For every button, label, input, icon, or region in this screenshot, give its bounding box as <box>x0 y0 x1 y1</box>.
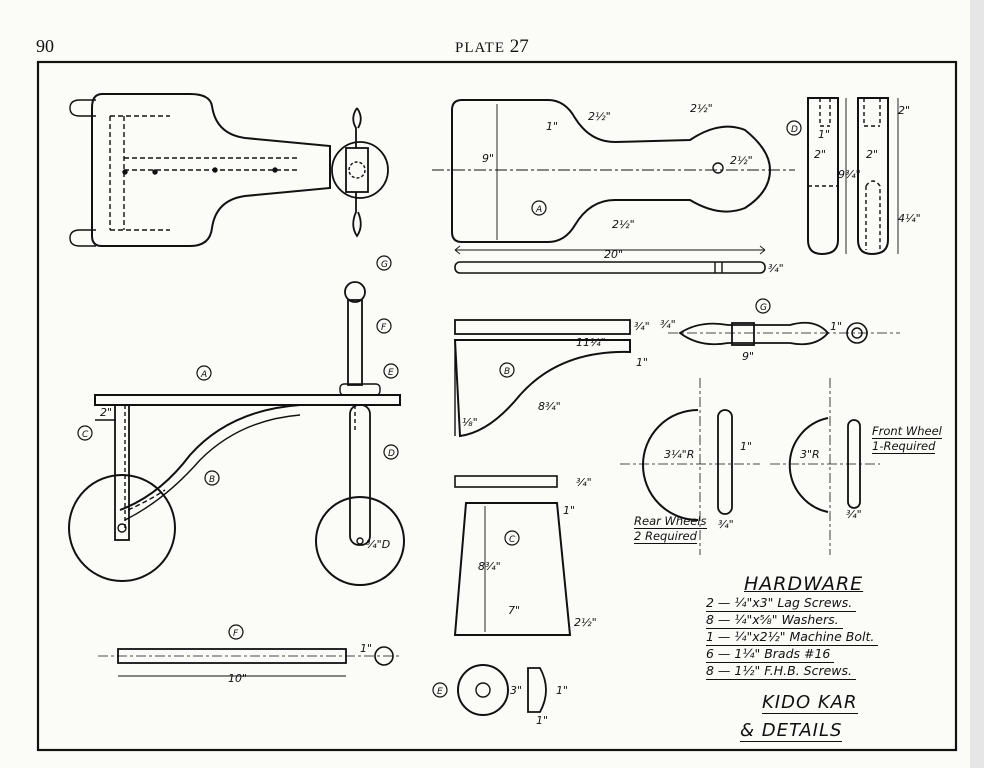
callout-b2: B <box>209 475 215 485</box>
dim-a-corner: 1" <box>546 120 558 133</box>
dim-e-dia: 3" <box>510 684 522 697</box>
plate-number: 27 <box>509 36 529 57</box>
callout-a: A <box>535 205 542 215</box>
dim-rear-t: ¾" <box>718 518 734 531</box>
callout-b: B <box>504 367 510 377</box>
front-wheel-line1: Front Wheel <box>872 424 942 439</box>
dim-c-height: 8¾" <box>478 560 501 573</box>
part-c-view <box>453 475 572 636</box>
callout-d2: D <box>388 449 395 459</box>
dim-b-end: 1" <box>636 356 648 369</box>
callout-f2: F <box>233 629 239 639</box>
callout-g2: G <box>381 260 388 270</box>
dim-wheel-top: 1" <box>740 440 752 453</box>
dim-a-neck: 2½" <box>612 218 635 231</box>
callout-letters: A D G B A G F E D C B C F E <box>82 125 798 697</box>
front-wheel-line2: 1-Required <box>872 439 936 454</box>
dim-b-length: 11¼" <box>576 336 606 349</box>
dim-g-dia: 1" <box>830 320 842 333</box>
dim-a-thick: ¾" <box>768 262 784 275</box>
dim-b-radius: 8¾" <box>538 400 561 413</box>
dim-c-top: 1" <box>563 504 575 517</box>
part-g-view <box>668 321 900 346</box>
part-a-view <box>432 99 795 274</box>
dim-d-small: 1" <box>818 128 830 141</box>
hardware-item: 1 — ¼"x2½" Machine Bolt. <box>706 629 879 646</box>
dim-a-round: 2½" <box>588 110 611 123</box>
callout-c: C <box>82 430 89 440</box>
hardware-title: HARDWARE <box>744 573 864 595</box>
plate-border <box>36 60 958 752</box>
dim-f-len: 10" <box>228 672 247 685</box>
dim-c-base: 2½" <box>574 616 597 629</box>
dim-b-thick: ¾" <box>634 320 650 333</box>
part-e-view <box>457 664 547 716</box>
callout-e: E <box>388 368 394 378</box>
dim-c-width: 7" <box>508 604 520 617</box>
dim-a-length: 20" <box>604 248 623 261</box>
callout-g: G <box>760 303 767 313</box>
page-number: 90 <box>36 36 54 56</box>
top-view <box>69 93 389 247</box>
plate-word: PLATE <box>455 40 505 56</box>
callout-c2: C <box>509 535 516 545</box>
dim-d-slot: 4¼" <box>898 212 921 225</box>
dim-d-top: 2" <box>898 104 910 117</box>
hardware-item: 2 — ¼"x3" Lag Screws. <box>706 595 857 612</box>
callout-a2: A <box>200 370 207 380</box>
hardware-item: 8 — 1½" F.H.B. Screws. <box>706 663 856 680</box>
dim-g-len: 9" <box>742 350 754 363</box>
dim-e-thick: 1" <box>556 684 568 697</box>
dim-c-thick: ¾" <box>576 476 592 489</box>
dim-d-w2: 2" <box>866 148 878 161</box>
dim-a-hole: 2½" <box>730 154 753 167</box>
page-edge-shadow <box>970 0 984 768</box>
rear-wheels-line1: Rear Wheels <box>634 514 707 529</box>
drawing-title-line1: KIDO KAR <box>762 692 858 714</box>
hardware-item: 8 — ¼"x⅝" Washers. <box>706 612 843 629</box>
dim-b-low: ⅛" <box>462 416 478 429</box>
dimension-labels: 9" 20" 2½" 2½" 2½" 2½" ¾" 1" 11¼" 8¾" ¾"… <box>100 102 921 727</box>
callout-d: D <box>791 125 798 135</box>
dim-d-len: 9¾" <box>838 168 861 181</box>
plate-heading: PLATE 27 <box>455 36 529 58</box>
dim-a-round2: 2½" <box>690 102 713 115</box>
dim-rear-r: 3¼"R <box>664 448 694 461</box>
part-d-view <box>807 97 899 256</box>
dim-d-hole: ¾"D <box>366 538 390 551</box>
part-f-view <box>98 646 400 677</box>
part-b-view <box>453 319 631 438</box>
wheels-view <box>620 378 880 555</box>
side-view <box>68 281 405 586</box>
callout-f: F <box>381 323 387 333</box>
callout-e2: E <box>437 687 443 697</box>
rear-wheels-note: Rear Wheels 2 Required <box>634 514 707 544</box>
dim-f-dia: 1" <box>360 642 372 655</box>
dim-d-w1: 2" <box>814 148 826 161</box>
dim-e-base: 1" <box>536 714 548 727</box>
drawing-title-line2: & DETAILS <box>740 720 843 742</box>
rear-wheels-line2: 2 Required <box>634 529 697 544</box>
dim-side-2: 2" <box>100 406 112 419</box>
front-wheel-note: Front Wheel 1-Required <box>872 424 942 454</box>
dim-a-width: 9" <box>482 152 494 165</box>
hardware-item: 6 — 1¼" Brads #16 <box>706 646 835 663</box>
dim-front-t: ¾" <box>846 508 862 521</box>
hardware-list: HARDWARE 2 — ¼"x3" Lag Screws. 8 — ¼"x⅝"… <box>706 573 879 680</box>
dim-front-r: 3"R <box>800 448 820 461</box>
part-callouts <box>77 120 802 698</box>
dim-g-end: ¾" <box>660 318 676 331</box>
